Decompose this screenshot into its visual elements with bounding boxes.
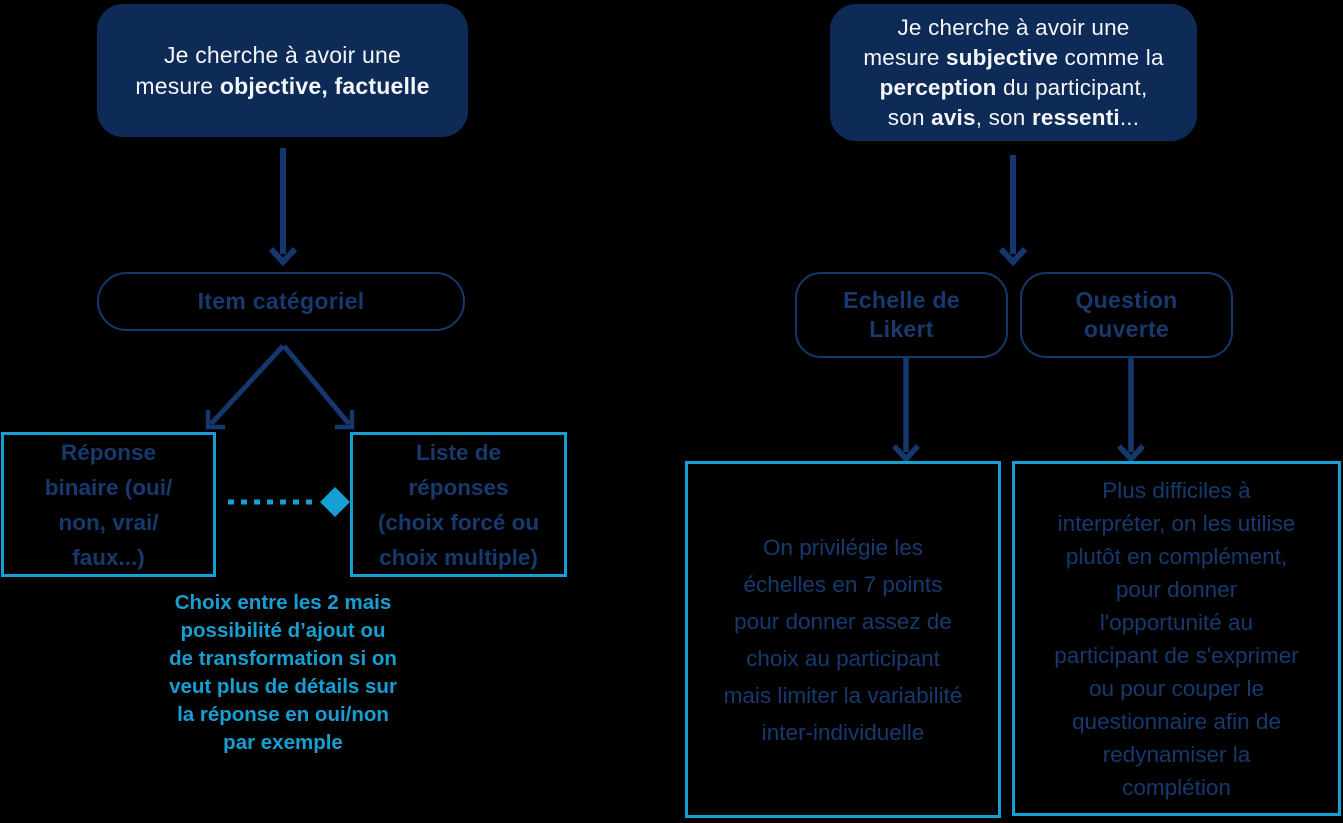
arrow-subjective-to-scales [998,155,1028,267]
subjective-line4-normal: son [887,104,932,130]
arrow-objective-to-category [268,148,298,267]
subjective-premise-line3: perception du participant, [880,73,1148,103]
reponse-binaire-box: Réponse binaire (oui/ non, vrai/ faux...… [1,432,216,577]
arrow-likert-to-detail [891,358,921,464]
subjective-line2-normal2: comme la [1058,44,1164,70]
liste-reponses-box: Liste de réponses (choix forcé ou choix … [350,432,567,577]
echelle-likert-label: Echelle de Likert [843,287,960,342]
dotted-link-binary-list [228,487,350,517]
objective-premise-line2-bold: objective, factuelle [219,72,430,99]
objective-premise-box: Je cherche à avoir une mesure objective,… [97,4,468,137]
diamond-icon [320,487,350,517]
objective-premise-line1: Je cherche à avoir une [163,41,402,68]
arrow-category-to-list [282,344,355,430]
subjective-premise-box: Je cherche à avoir une mesure subjective… [830,4,1197,141]
item-categoriel-box: Item catégoriel [97,272,465,331]
subjective-line4-bold: avis [931,104,976,130]
question-ouverte-box: Question ouverte [1020,272,1233,358]
open-question-detail-box: Plus difficiles à interpréter, on les ut… [1012,461,1341,816]
subjective-line4-normal2: , son [975,104,1032,130]
objective-premise-line2-normal: mesure [135,72,220,99]
subjective-line4-bold2: ressenti [1031,104,1120,130]
subjective-premise-line1: Je cherche à avoir une [897,14,1130,40]
liste-reponses-label: Liste de réponses (choix forcé ou choix … [377,439,540,570]
objective-premise-line2: mesure objective, factuelle [135,71,429,102]
subjective-premise-line2: mesure subjective comme la [863,43,1163,73]
likert-detail-text: On privilégie les échelles en 7 points p… [723,534,963,745]
choice-note-text: Choix entre les 2 mais possibilité d’ajo… [169,591,397,754]
subjective-premise-line4: son avis, son ressenti... [888,103,1139,133]
question-ouverte-label: Question ouverte [1075,287,1178,342]
subjective-line2-normal: mesure [863,44,947,70]
subjective-line3-normal: du participant, [996,74,1148,100]
subjective-line4-ellipsis: ... [1119,104,1140,130]
arrow-category-to-binary [205,344,285,430]
item-categoriel-label: Item catégoriel [197,288,365,314]
arrow-open-to-detail [1116,358,1146,464]
echelle-likert-box: Echelle de Likert [795,272,1008,358]
subjective-line3-bold: perception [879,74,997,100]
likert-detail-box: On privilégie les échelles en 7 points p… [685,461,1001,818]
reponse-binaire-label: Réponse binaire (oui/ non, vrai/ faux...… [44,439,173,570]
subjective-line2-bold: subjective [946,44,1059,70]
open-question-detail-text: Plus difficiles à interpréter, on les ut… [1054,477,1299,800]
